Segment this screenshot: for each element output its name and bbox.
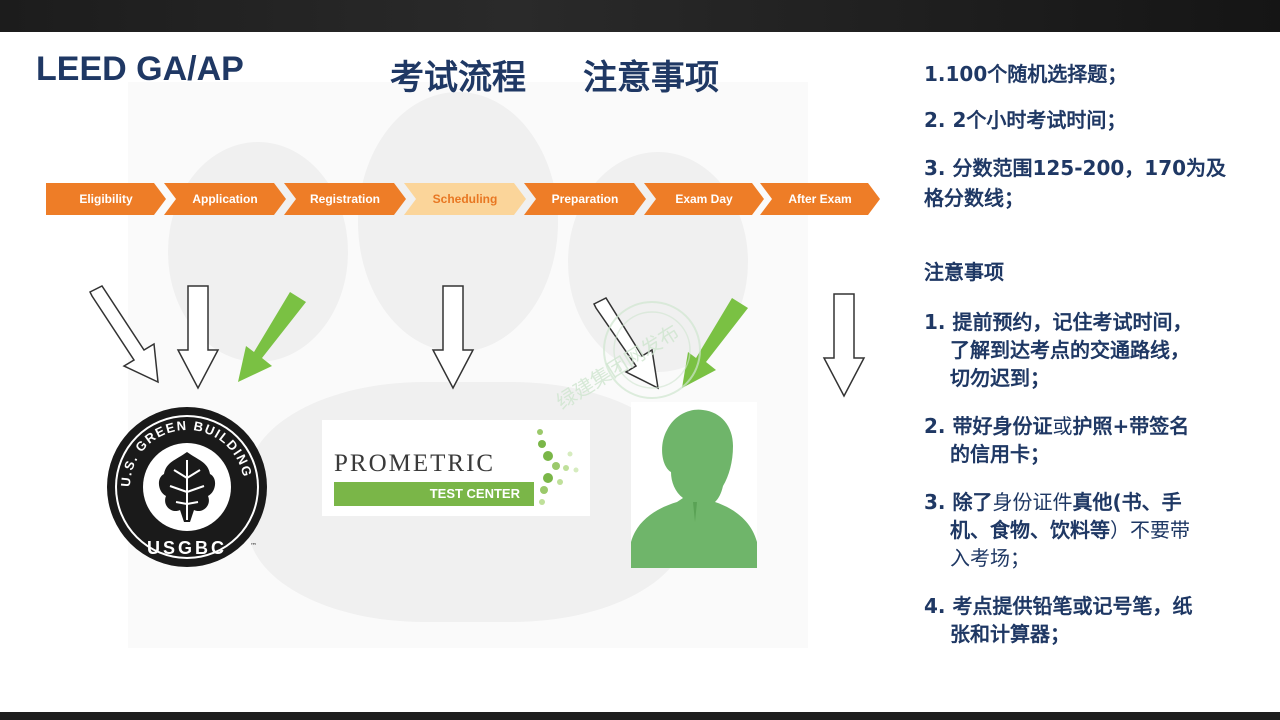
step-label: Eligibility [79, 192, 133, 206]
note-3-part-b: 身份证件 [992, 490, 1073, 514]
note-2-line-2: 的信用卡； [950, 442, 1050, 466]
fact-3: 3. 分数范围125-200，170为及 [924, 156, 1227, 180]
fact-1: 1.100个随机选择题； [924, 62, 1128, 86]
step-after-exam: After Exam [760, 183, 880, 215]
green-diagonal-arrow-icon [682, 298, 748, 388]
step-label: After Exam [788, 192, 852, 206]
note-2-part-b: 或 [1052, 414, 1073, 438]
note-2-line-1: 2. 带好身份证或护照+带签名 [924, 412, 1189, 441]
note-1-line-3: 切勿迟到； [950, 366, 1050, 390]
down-arrow-icon [431, 285, 475, 390]
step-exam-day: Exam Day [644, 183, 764, 215]
diagonal-arrow-icon [88, 285, 159, 384]
step-label: Application [192, 192, 258, 206]
prometric-subtitle: TEST CENTER [429, 486, 520, 501]
prometric-name: PROMETRIC [334, 450, 496, 477]
step-application: Application [164, 183, 286, 215]
prometric-bar: TEST CENTER [334, 482, 534, 506]
note-4-line-1: 4. 考点提供铅笔或记号笔，纸 [924, 594, 1193, 618]
down-arrow-icon [176, 285, 220, 390]
candidate-avatar [631, 402, 757, 568]
note-3-line-2: 机、食物、饮料等）不要带 [950, 516, 1190, 545]
trademark-mark: ™ [250, 542, 257, 550]
fact-2: 2. 2个小时考试时间； [924, 108, 1127, 132]
step-eligibility: Eligibility [46, 183, 166, 215]
note-1-line-2: 了解到达考点的交通路线， [950, 338, 1190, 362]
note-3-part-e: ）不要带 [1110, 518, 1190, 542]
note-3-line-3: 入考场； [950, 546, 1030, 570]
bottom-banner [0, 712, 1280, 720]
note-2-part-c: 护照+带签名 [1072, 414, 1190, 438]
note-4-line-2: 张和计算器； [950, 622, 1070, 646]
brand-title: LEED GA/AP [36, 50, 244, 88]
down-arrow-icon [822, 293, 866, 398]
usgbc-logo: U.S. GREEN BUILDING COUNCIL USGBC ™ [98, 392, 270, 570]
step-label: Registration [309, 192, 380, 206]
prometric-dots-icon [537, 429, 579, 505]
top-banner [0, 0, 1280, 32]
step-scheduling: Scheduling [404, 183, 526, 215]
note-3-part-c: 真他(书、手 [1072, 490, 1182, 514]
watermark-stamp: 绿建集团网发布 [552, 301, 701, 414]
process-steps: Eligibility Application Registration Sch… [46, 183, 880, 215]
step-label: Scheduling [432, 192, 498, 206]
fact-3-cont: 格分数线； [924, 186, 1024, 210]
notes-title: 注意事项 [583, 58, 719, 98]
step-preparation: Preparation [524, 183, 646, 215]
oak-leaf-icon [158, 452, 216, 522]
note-3-part-d: 机、食物、饮料等 [950, 518, 1110, 542]
note-3-part-a: 3. 除了 [924, 490, 993, 514]
note-1-line-1: 1. 提前预约，记住考试时间， [924, 310, 1193, 334]
green-diagonal-arrow-icon [238, 292, 306, 382]
usgbc-name: USGBC [147, 538, 227, 558]
prometric-logo: PROMETRIC TEST CENTER [322, 420, 590, 516]
note-3-line-1: 3. 除了身份证件真他(书、手 [924, 488, 1182, 517]
step-label: Preparation [551, 192, 619, 206]
notes-heading: 注意事项 [924, 260, 1004, 284]
note-2-part-a: 2. 带好身份证 [924, 414, 1053, 438]
step-label: Exam Day [675, 192, 733, 206]
process-title: 考试流程 [390, 58, 526, 98]
step-registration: Registration [284, 183, 406, 215]
